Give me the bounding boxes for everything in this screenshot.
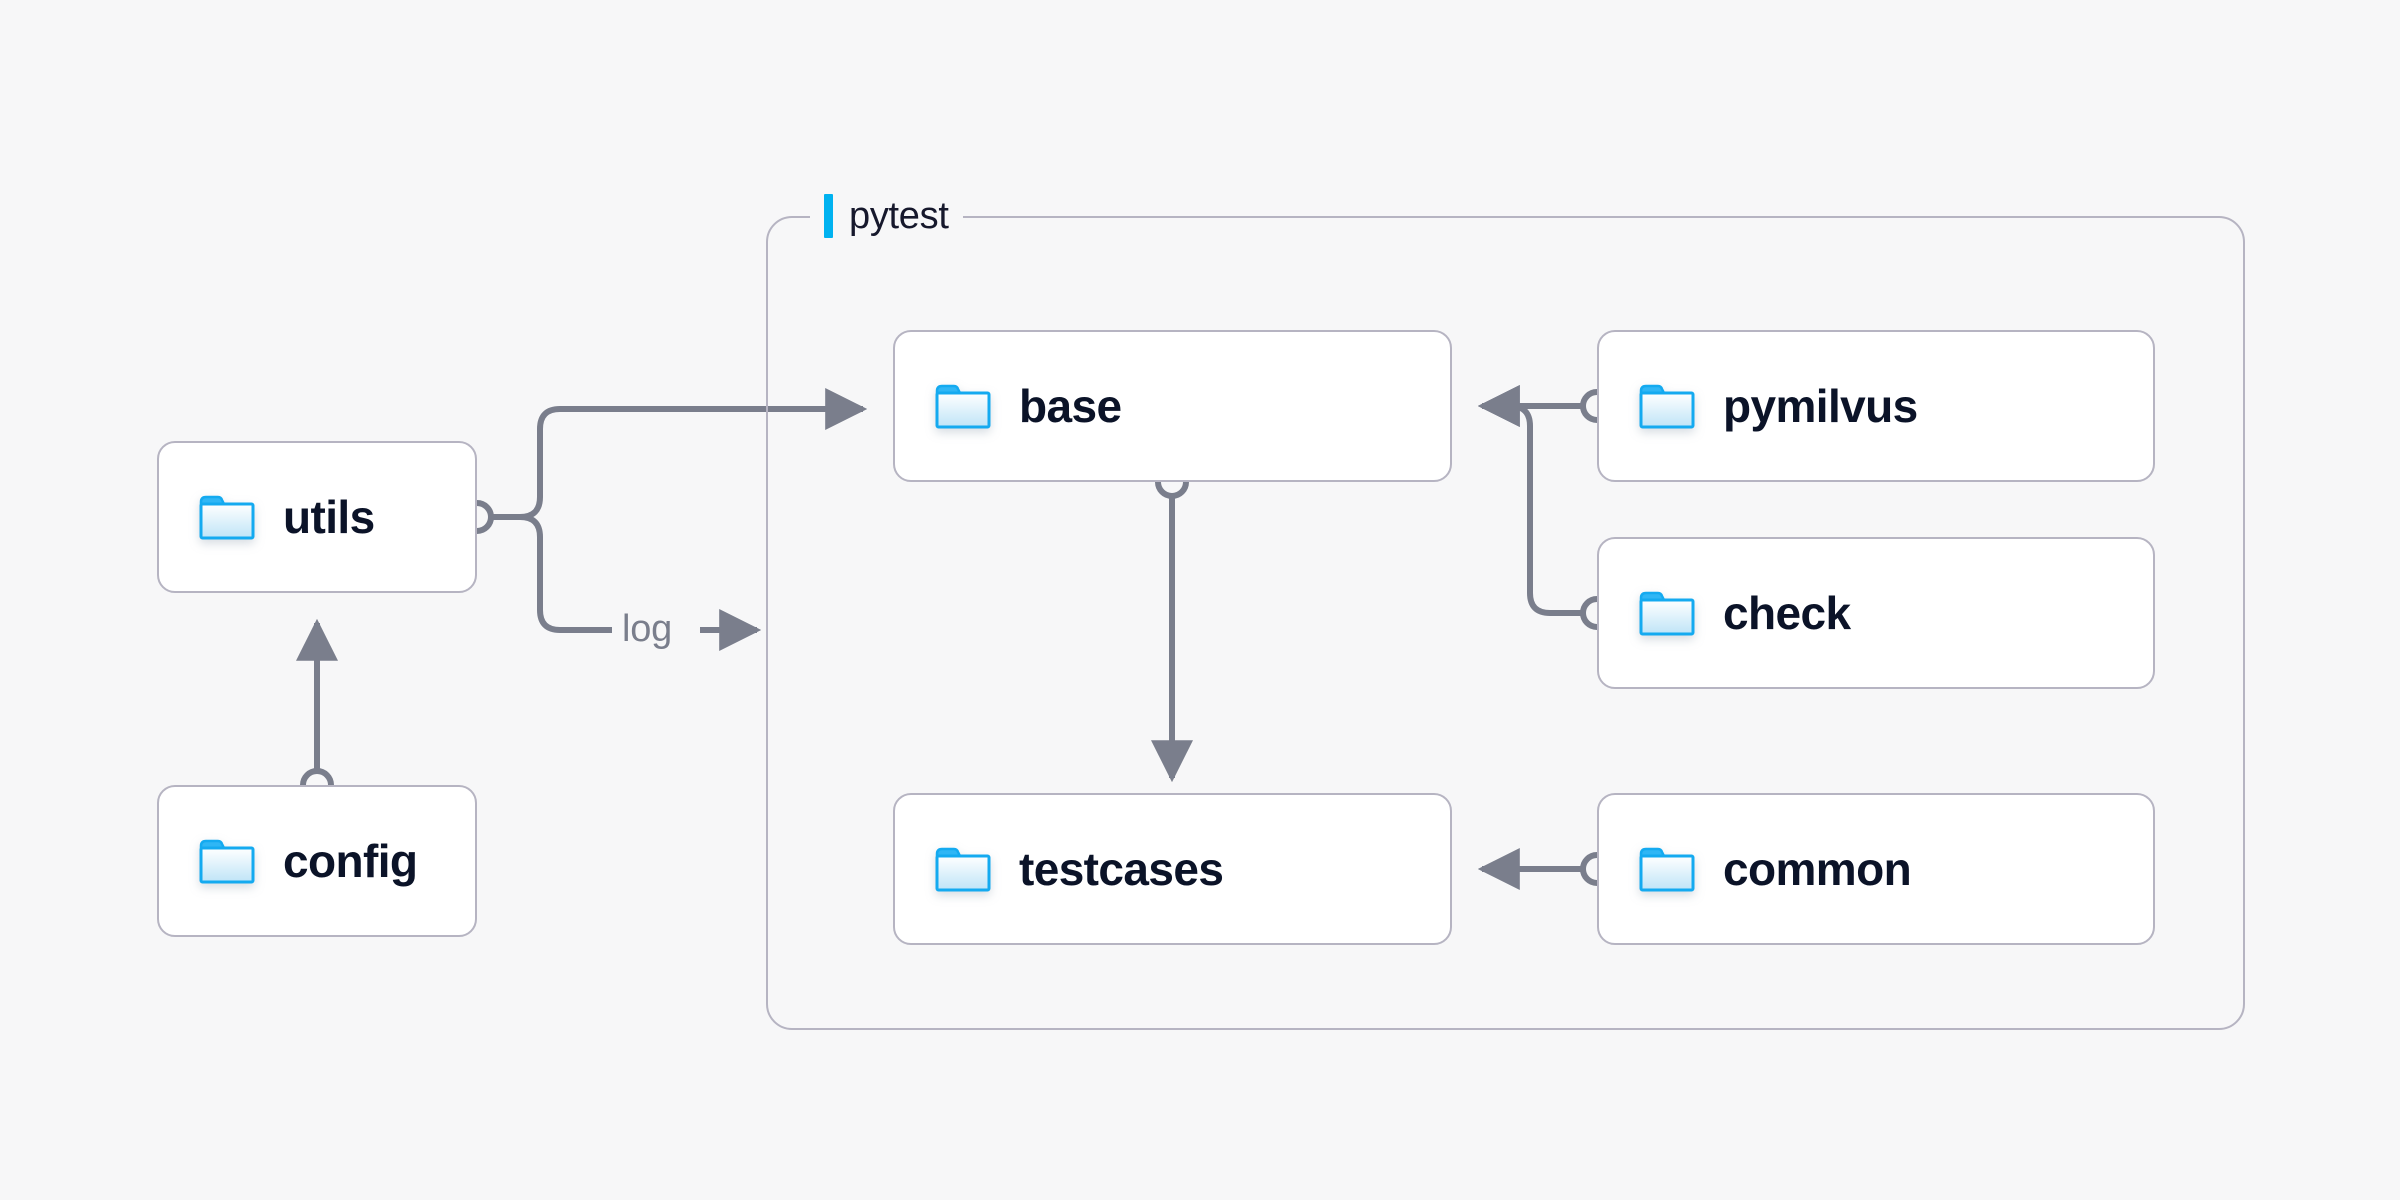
folder-icon [199, 838, 255, 884]
node-label: common [1723, 843, 1912, 895]
node-base[interactable]: base [893, 330, 1452, 482]
group-pytest[interactable] [766, 216, 2245, 1030]
node-testcases[interactable]: testcases [893, 793, 1452, 945]
node-label: config [283, 835, 418, 887]
group-pytest-label: pytest [810, 189, 963, 243]
folder-icon [199, 494, 255, 540]
node-label: base [1019, 380, 1122, 432]
node-config[interactable]: config [157, 785, 477, 937]
folder-icon [1639, 590, 1695, 636]
group-pytest-label-text: pytest [849, 194, 949, 237]
folder-icon [1639, 846, 1695, 892]
node-check[interactable]: check [1597, 537, 2155, 689]
accent-bar-icon [824, 194, 833, 238]
node-label: testcases [1019, 843, 1224, 895]
node-pymilvus[interactable]: pymilvus [1597, 330, 2155, 482]
node-label: pymilvus [1723, 380, 1918, 432]
edge-label-log: log [612, 610, 683, 648]
node-utils[interactable]: utils [157, 441, 477, 593]
folder-icon [935, 383, 991, 429]
node-label: utils [283, 491, 375, 543]
node-label: check [1723, 587, 1851, 639]
folder-icon [1639, 383, 1695, 429]
edge-utils-log [492, 514, 612, 633]
folder-icon [935, 846, 991, 892]
node-common[interactable]: common [1597, 793, 2155, 945]
